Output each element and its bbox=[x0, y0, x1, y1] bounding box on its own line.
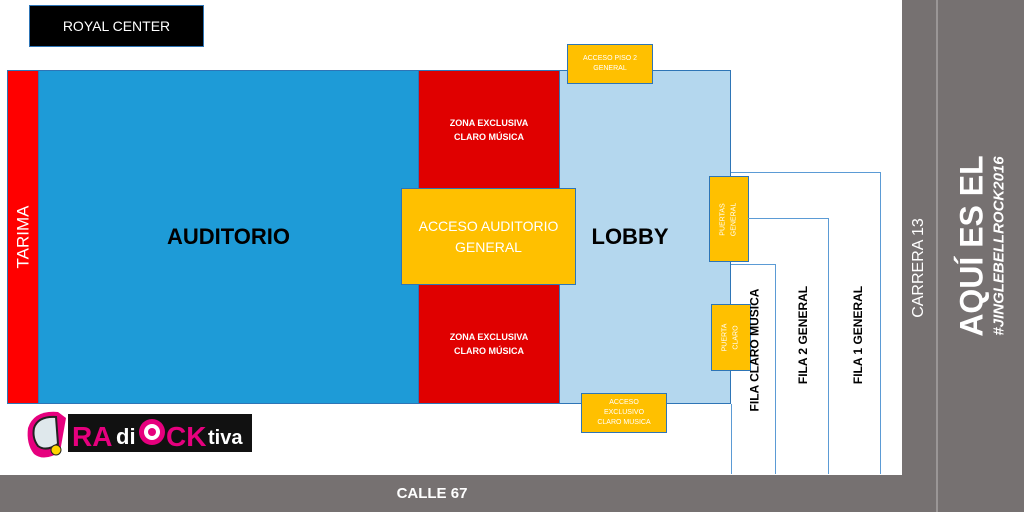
svg-text:RA: RA bbox=[72, 421, 112, 452]
venue-name-label: ROYAL CENTER bbox=[29, 5, 204, 47]
fila-1: FILA 1 GENERAL bbox=[838, 286, 878, 384]
carrera-13-road: CARRERA 13 bbox=[902, 0, 936, 475]
svg-text:tiva: tiva bbox=[208, 427, 243, 449]
radioacktiva-logo: RA di CK tiva bbox=[24, 408, 252, 466]
acceso-piso2: ACCESO PISO 2 GENERAL bbox=[567, 44, 653, 84]
queue-line bbox=[748, 218, 828, 219]
carrera-13-label: CARRERA 13 bbox=[910, 217, 927, 318]
lobby-label: LOBBY bbox=[591, 224, 669, 249]
acceso-exclusivo: ACCESO EXCLUSIVO CLARO MUSICA bbox=[581, 393, 667, 433]
tarima-zone: TARIMA bbox=[7, 70, 39, 404]
calle-67-label: CALLE 67 bbox=[396, 485, 468, 502]
calle-67-road: CALLE 67 bbox=[0, 475, 1024, 512]
acceso-auditorio-label: ACCESO AUDITORIO GENERAL bbox=[418, 217, 559, 255]
lobby-zone: LOBBY bbox=[559, 70, 731, 404]
acceso-exclusivo-label: ACCESO EXCLUSIVO CLARO MUSICA bbox=[597, 399, 651, 426]
queue-line bbox=[731, 264, 775, 265]
fila-claro-label: FILA CLARO MUSICA bbox=[747, 288, 762, 412]
banner-hashtag: #JINGLEBELLROCK2016 bbox=[991, 156, 1009, 336]
acceso-auditorio: ACCESO AUDITORIO GENERAL bbox=[401, 188, 576, 285]
queue-line bbox=[880, 172, 881, 474]
auditorio-label: AUDITORIO bbox=[166, 224, 291, 249]
queue-line bbox=[731, 404, 732, 474]
tarima-label: TARIMA bbox=[13, 205, 32, 269]
venue-name-text: ROYAL CENTER bbox=[62, 18, 171, 34]
queue-line bbox=[731, 172, 881, 173]
banner-line1: AQUÍ ES EL bbox=[954, 155, 991, 337]
svg-text:CK: CK bbox=[166, 421, 206, 452]
fila-1-label: FILA 1 GENERAL bbox=[851, 285, 866, 385]
svg-text:di: di bbox=[116, 424, 136, 449]
zona-exclusiva-top-label: ZONA EXCLUSIVA CLARO MÚSICA bbox=[449, 117, 529, 142]
zona-exclusiva-top: ZONA EXCLUSIVA CLARO MÚSICA bbox=[418, 70, 560, 190]
puerta-claro: PUERTA CLARO bbox=[711, 304, 751, 371]
banner: AQUÍ ES EL #JINGLEBELLROCK2016 bbox=[936, 0, 1024, 512]
zona-exclusiva-bottom: ZONA EXCLUSIVA CLARO MÚSICA bbox=[418, 284, 560, 404]
queue-line bbox=[775, 264, 776, 474]
puertas-general-label: PUERTAS GENERAL bbox=[719, 202, 738, 236]
fila-claro: FILA CLARO MUSICA bbox=[734, 288, 774, 412]
radioacktiva-logo-icon: RA di CK tiva bbox=[27, 411, 252, 458]
banner-text: AQUÍ ES EL #JINGLEBELLROCK2016 bbox=[954, 155, 1008, 336]
acceso-piso2-label: ACCESO PISO 2 GENERAL bbox=[582, 54, 638, 73]
auditorio-zone: AUDITORIO bbox=[38, 70, 419, 404]
fila-2-label: FILA 2 GENERAL bbox=[796, 285, 811, 385]
zona-exclusiva-bottom-label: ZONA EXCLUSIVA CLARO MÚSICA bbox=[449, 331, 529, 356]
queue-line bbox=[828, 218, 829, 474]
puertas-general: PUERTAS GENERAL bbox=[709, 176, 749, 262]
fila-2: FILA 2 GENERAL bbox=[783, 286, 823, 384]
